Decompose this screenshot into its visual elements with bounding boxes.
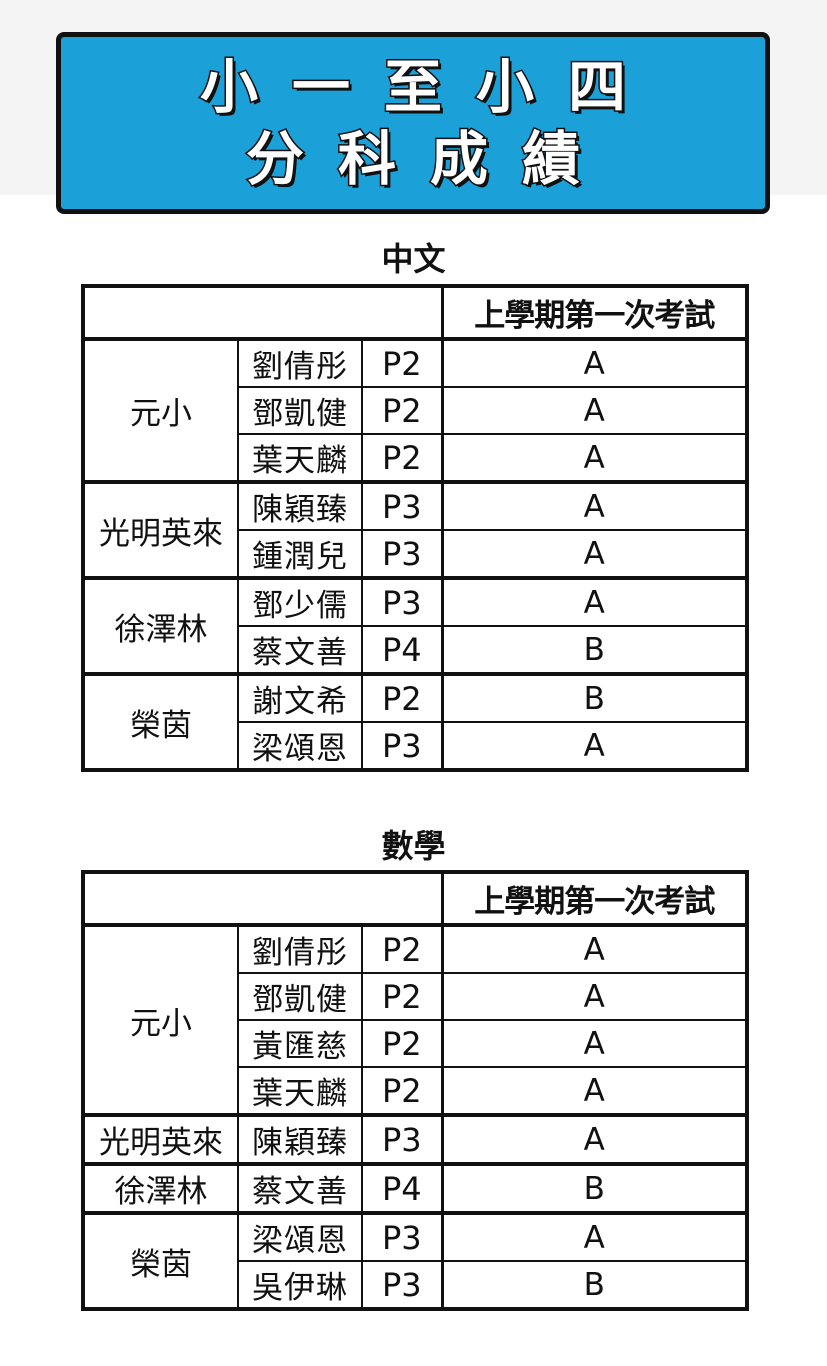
school-cell: 元小 <box>82 337 239 483</box>
exam-result-cell: A <box>440 1113 749 1165</box>
student-name-cell: 陳穎臻 <box>237 1113 363 1165</box>
section-title-chinese: 中文 <box>381 240 446 278</box>
grade-level-cell: P2 <box>360 337 444 388</box>
student-name-cell: 鄧凱健 <box>237 972 363 1021</box>
exam-result-cell: A <box>440 337 749 388</box>
grade-level-cell: P3 <box>360 529 444 579</box>
school-cell: 榮茵 <box>82 672 239 771</box>
exam-result-cell: A <box>440 721 749 771</box>
exam-result-cell: A <box>440 923 749 974</box>
exam-result-cell: A <box>440 972 749 1021</box>
grade-level-cell: P4 <box>360 625 444 675</box>
student-name-cell: 鄧凱健 <box>237 386 363 435</box>
grade-level-cell: P3 <box>360 721 444 771</box>
banner-title-line-1: 小一至小四 <box>198 52 660 123</box>
exam-result-cell: B <box>440 1260 749 1310</box>
student-name-cell: 梁頌恩 <box>237 1211 363 1262</box>
student-name-cell: 梁頌恩 <box>237 721 363 771</box>
student-name-cell: 鄧少儒 <box>237 576 363 627</box>
student-name-cell: 謝文希 <box>237 672 363 723</box>
school-cell: 榮茵 <box>82 1211 239 1310</box>
grade-level-cell: P2 <box>360 433 444 483</box>
grade-level-cell: P3 <box>360 1260 444 1310</box>
grade-level-cell: P3 <box>360 1113 444 1165</box>
student-name-cell: 蔡文善 <box>237 625 363 675</box>
grade-level-cell: P3 <box>360 576 444 627</box>
student-name-cell: 鍾潤兒 <box>237 529 363 579</box>
grade-level-cell: P2 <box>360 1066 444 1116</box>
school-cell: 徐澤林 <box>82 1162 239 1214</box>
student-name-cell: 葉天麟 <box>237 1066 363 1116</box>
exam-result-cell: A <box>440 529 749 579</box>
grade-level-cell: P2 <box>360 923 444 974</box>
header-blank-cell <box>81 871 444 926</box>
grade-level-cell: P3 <box>360 1211 444 1262</box>
exam-result-cell: A <box>440 480 749 531</box>
section-title-math: 數學 <box>381 827 446 865</box>
banner-title-line-2: 分科成績 <box>244 124 614 195</box>
header-blank-cell <box>81 285 444 340</box>
exam-result-cell: A <box>440 433 749 483</box>
grade-level-cell: P4 <box>360 1162 444 1214</box>
header-exam-cell: 上學期第一次考試 <box>440 871 749 926</box>
exam-result-cell: A <box>440 576 749 627</box>
exam-result-cell: B <box>440 625 749 675</box>
student-name-cell: 吳伊琳 <box>237 1260 363 1310</box>
grade-level-cell: P2 <box>360 1019 444 1068</box>
student-name-cell: 蔡文善 <box>237 1162 363 1214</box>
grade-level-cell: P2 <box>360 972 444 1021</box>
exam-result-cell: A <box>440 1019 749 1068</box>
student-name-cell: 劉倩彤 <box>237 337 363 388</box>
exam-result-cell: A <box>440 386 749 435</box>
exam-result-cell: A <box>440 1066 749 1116</box>
student-name-cell: 劉倩彤 <box>237 923 363 974</box>
title-banner: 小一至小四 分科成績 <box>56 32 770 214</box>
header-row: 上學期第一次考試 <box>81 871 749 926</box>
header-exam-cell: 上學期第一次考試 <box>440 285 749 340</box>
exam-result-cell: B <box>440 1162 749 1214</box>
student-name-cell: 葉天麟 <box>237 433 363 483</box>
header-row: 上學期第一次考試 <box>81 285 749 340</box>
school-cell: 徐澤林 <box>82 576 239 675</box>
grade-level-cell: P2 <box>360 672 444 723</box>
school-cell: 元小 <box>82 923 239 1116</box>
student-name-cell: 陳穎臻 <box>237 480 363 531</box>
grade-level-cell: P2 <box>360 386 444 435</box>
school-cell: 光明英來 <box>82 480 239 579</box>
grade-level-cell: P3 <box>360 480 444 531</box>
exam-result-cell: A <box>440 1211 749 1262</box>
exam-result-cell: B <box>440 672 749 723</box>
student-name-cell: 黃匯慈 <box>237 1019 363 1068</box>
school-cell: 光明英來 <box>82 1113 239 1165</box>
